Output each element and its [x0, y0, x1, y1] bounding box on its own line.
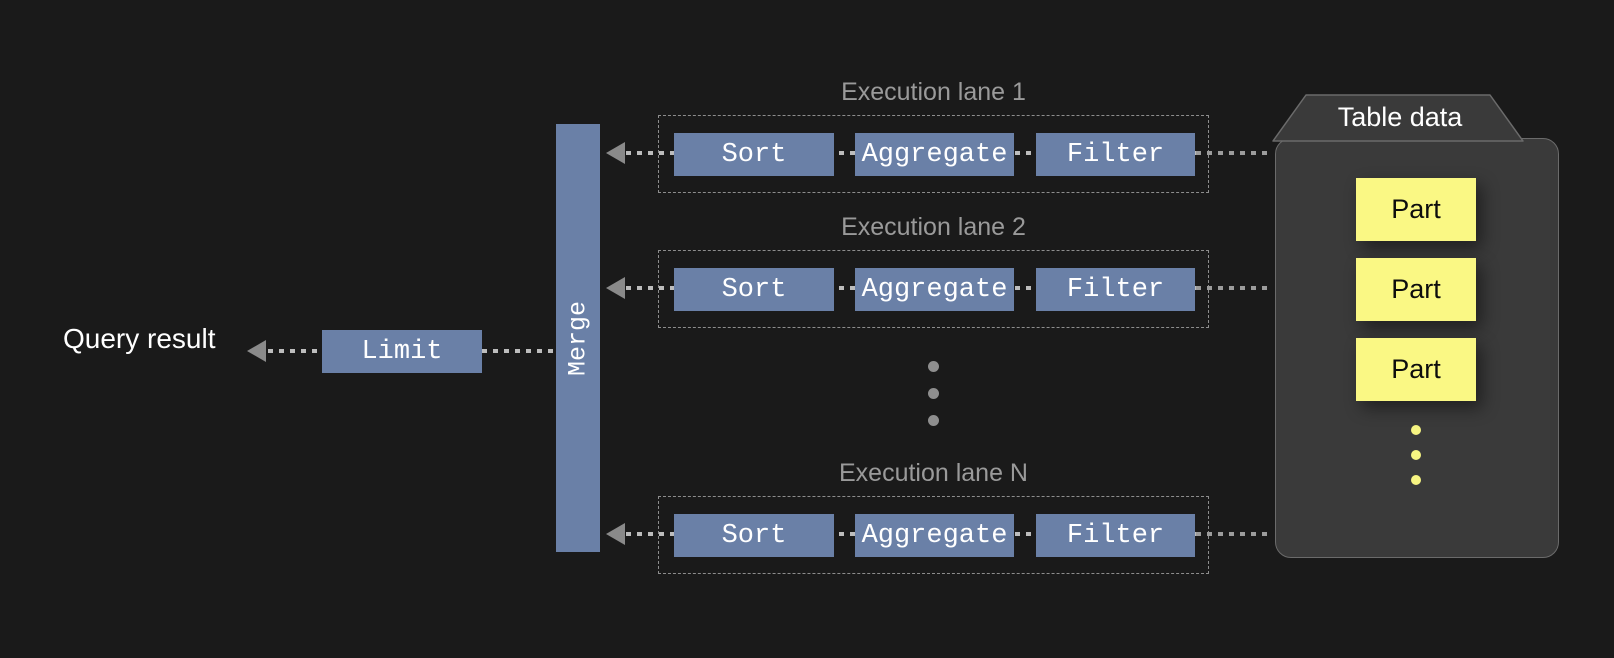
operator-aggregate-lane-2[interactable]: Aggregate	[855, 268, 1014, 311]
query-result-label: Query result	[63, 323, 216, 354]
table-data-tab: Table data	[1272, 94, 1524, 142]
connector-limit-to-result	[268, 349, 324, 353]
connector-lane-1-to-merge	[626, 151, 676, 155]
connector-merge-to-limit	[482, 349, 558, 353]
operator-aggregate-lane-1[interactable]: Aggregate	[855, 133, 1014, 176]
lane-title-2: Execution lane 2	[841, 213, 1026, 241]
arrow-lane-n-to-merge-icon	[606, 523, 625, 545]
part-box-2[interactable]: Part	[1356, 258, 1476, 321]
lane-title-n: Execution lane N	[838, 459, 1028, 487]
operator-sort-lane-1[interactable]: Sort	[674, 133, 834, 176]
operator-sort-lane-2[interactable]: Sort	[674, 268, 834, 311]
connector-lane-n-to-merge	[626, 532, 676, 536]
arrow-lane-1-to-merge-icon	[606, 142, 625, 164]
connector-table-to-lane-1	[1196, 151, 1272, 155]
operator-filter-lane-n[interactable]: Filter	[1036, 514, 1195, 557]
connector-table-to-lane-n	[1196, 532, 1272, 536]
part-box-3[interactable]: Part	[1356, 338, 1476, 401]
operator-merge[interactable]: Merge	[556, 124, 600, 552]
table-data-title: Table data	[1337, 101, 1463, 132]
operator-sort-lane-n[interactable]: Sort	[674, 514, 834, 557]
connector-lane-2-to-merge	[626, 286, 676, 290]
parts-ellipsis-icon	[1411, 425, 1421, 485]
operator-limit[interactable]: Limit	[322, 330, 482, 373]
connector-table-to-lane-2	[1196, 286, 1272, 290]
arrow-to-query-result-icon	[247, 340, 266, 362]
operator-filter-lane-2[interactable]: Filter	[1036, 268, 1195, 311]
operator-aggregate-lane-n[interactable]: Aggregate	[855, 514, 1014, 557]
part-box-1[interactable]: Part	[1356, 178, 1476, 241]
lanes-ellipsis-icon	[928, 361, 939, 426]
lane-title-1: Execution lane 1	[841, 78, 1026, 106]
operator-filter-lane-1[interactable]: Filter	[1036, 133, 1195, 176]
arrow-lane-2-to-merge-icon	[606, 277, 625, 299]
